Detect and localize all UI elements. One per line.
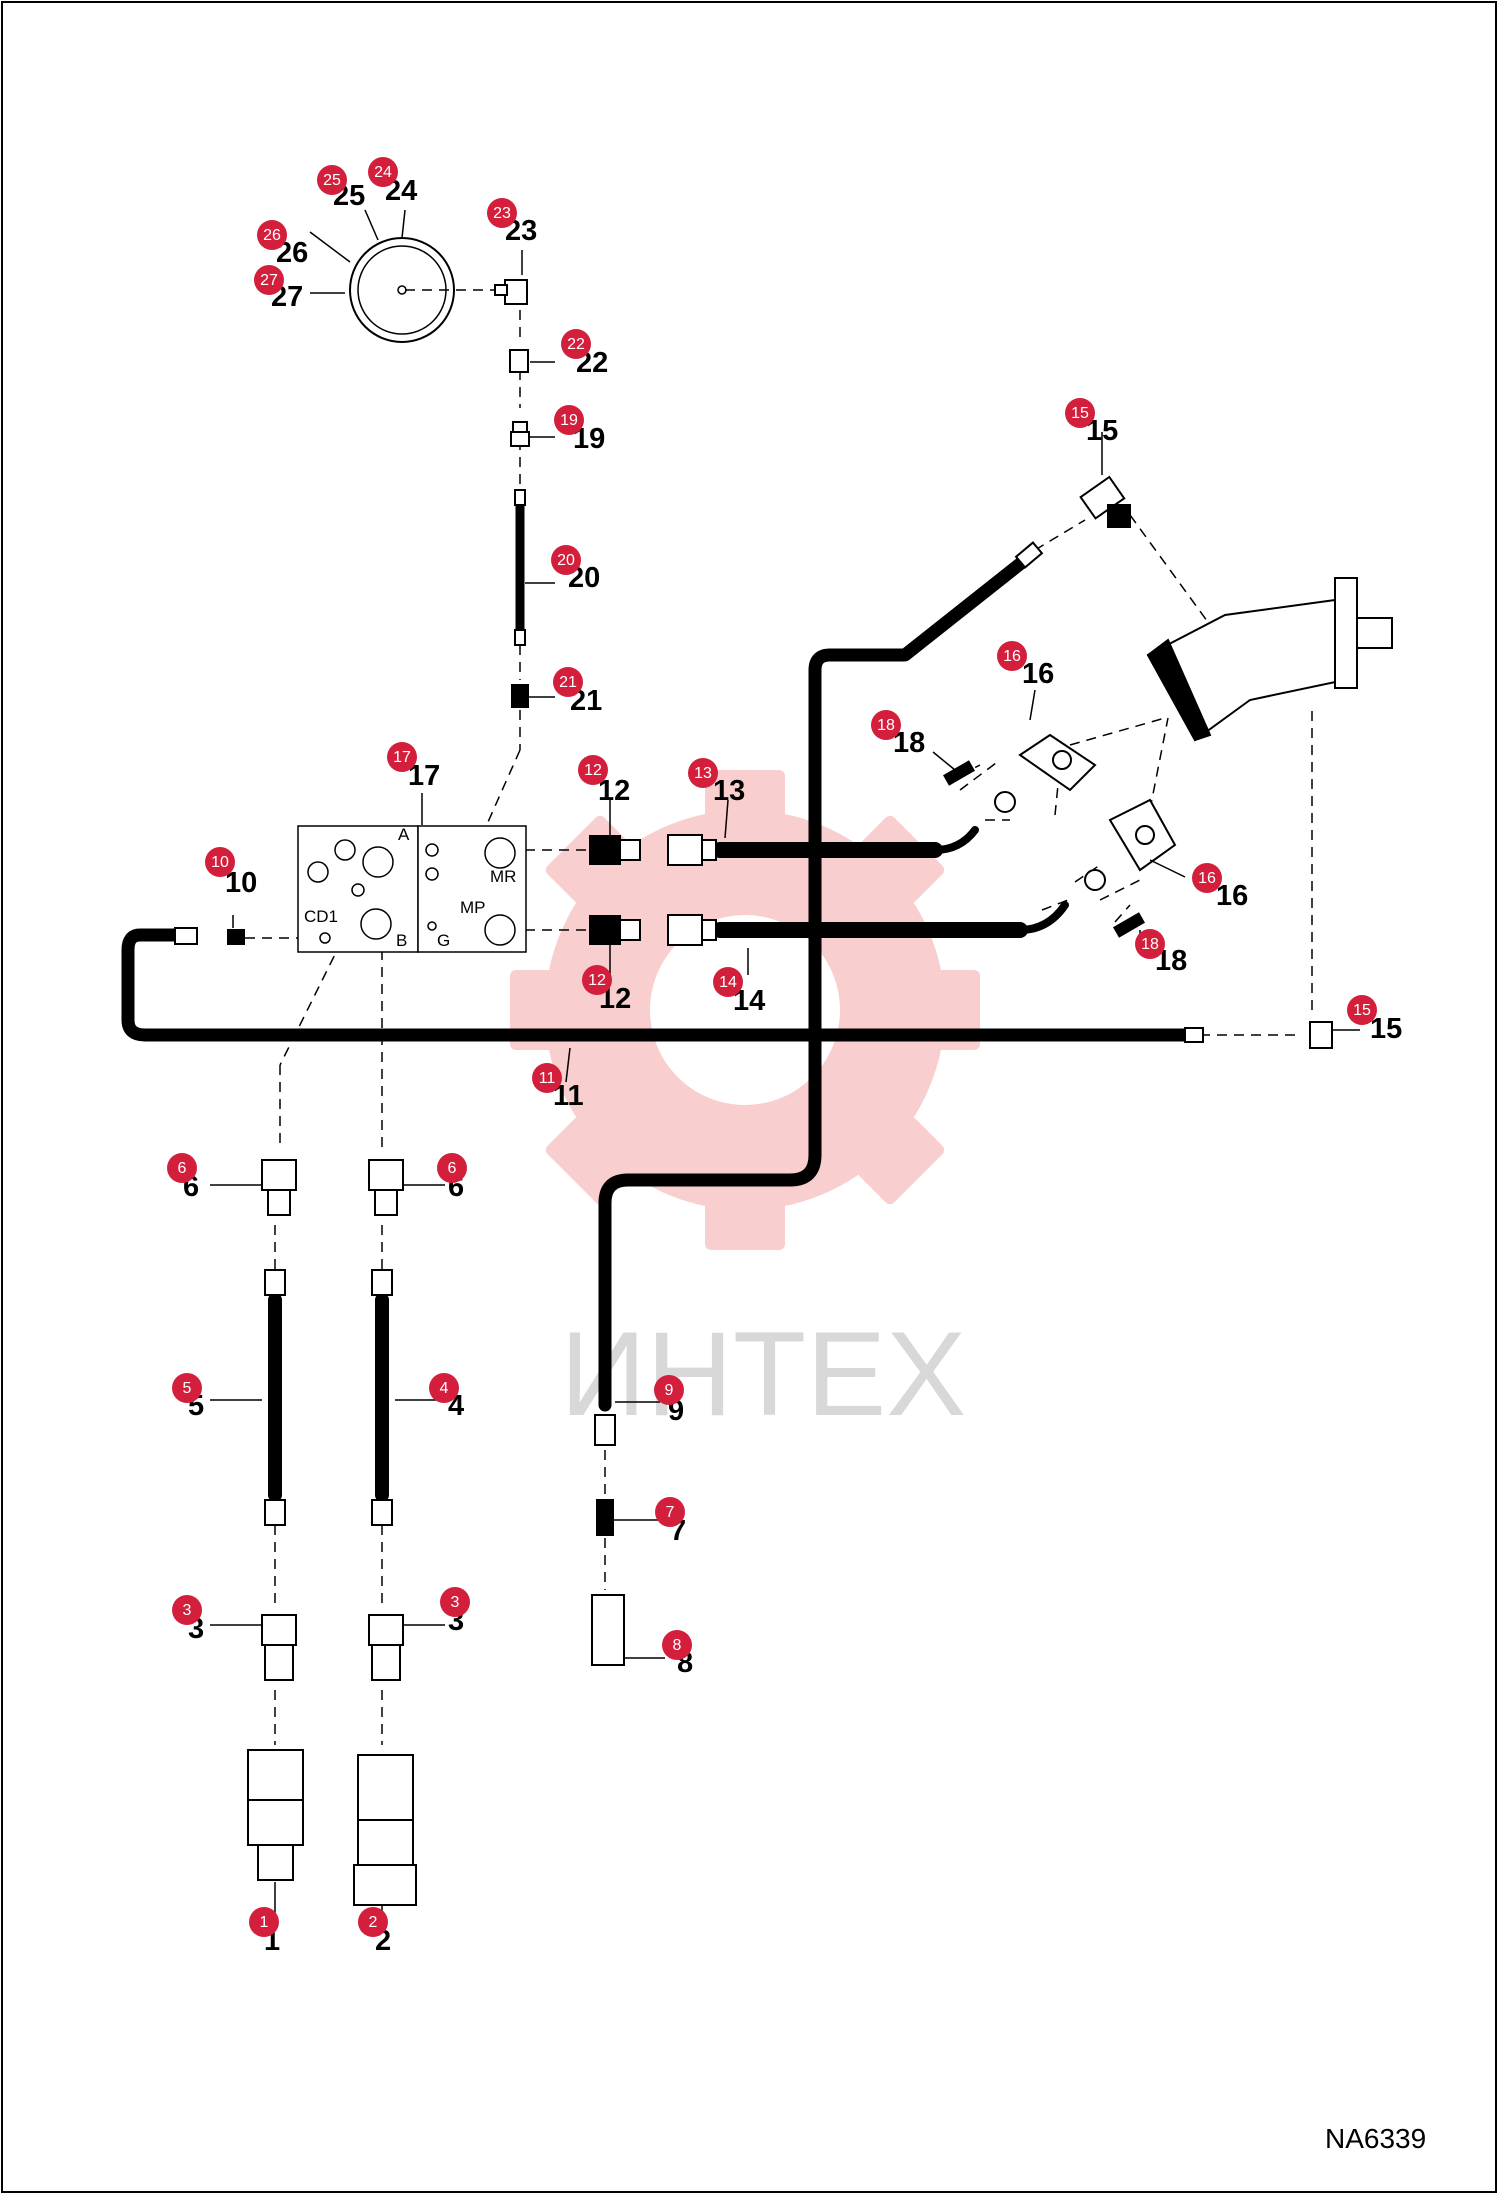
callout-badge-c19 <box>554 405 584 435</box>
port-mp-label: MP <box>460 898 486 917</box>
callout-badge-label-c7: 7 <box>666 1504 675 1521</box>
callout-badge-c20 <box>551 545 581 575</box>
callout-badge-label-c15a: 15 <box>1071 405 1089 422</box>
callout-badge-label-c26: 26 <box>263 227 281 244</box>
callout-badge-c18b <box>1135 929 1165 959</box>
callout-badge-c16a <box>997 641 1027 671</box>
callout-badge-label-c16a: 16 <box>1003 648 1021 665</box>
control-valve-17 <box>297 825 527 953</box>
callout-badge-label-c19: 19 <box>560 412 578 429</box>
port-cd1-label: CD1 <box>304 907 338 926</box>
callout-badge-label-c8: 8 <box>673 1637 682 1654</box>
callout-badge-c3b <box>440 1587 470 1617</box>
callout-badge-label-c24: 24 <box>374 164 392 181</box>
watermark-gear-icon <box>510 770 980 1250</box>
port-a-label: A <box>398 825 410 844</box>
callout-badge-c10 <box>205 847 235 877</box>
callout-badge-c6b <box>437 1153 467 1183</box>
port-g-label: G <box>437 931 450 950</box>
callout-badge-label-c6b: 6 <box>448 1160 457 1177</box>
callout-badge-c15a <box>1065 398 1095 428</box>
callout-badge-label-c6a: 6 <box>178 1160 187 1177</box>
callout-number-c13: 13 <box>713 775 745 807</box>
callout-badge-label-c13: 13 <box>694 765 712 782</box>
callout-badge-c14 <box>713 967 743 997</box>
callout-badge-label-c20: 20 <box>557 552 575 569</box>
callout-number-c16a: 16 <box>1022 658 1054 690</box>
callout-badge-label-c21: 21 <box>559 674 577 691</box>
watermark: ИНТЕХ <box>510 770 980 1441</box>
callout-badge-label-c27: 27 <box>260 272 278 289</box>
callout-badge-c15b <box>1347 995 1377 1025</box>
fittings-column <box>494 279 530 708</box>
pressure-gauge <box>349 237 455 343</box>
callout-badge-c21 <box>553 667 583 697</box>
callout-badge-c22 <box>561 329 591 359</box>
callout-badge-label-c1: 1 <box>260 1914 269 1931</box>
port-labels: A B MR MP G CD1 <box>304 825 516 950</box>
callout-badge-c25 <box>317 165 347 195</box>
callout-badge-label-c25: 25 <box>323 172 341 189</box>
callout-badge-label-c5: 5 <box>183 1380 192 1397</box>
callout-badge-c18a <box>871 710 901 740</box>
callout-badge-c7 <box>655 1497 685 1527</box>
callout-badge-label-c10: 10 <box>211 854 229 871</box>
hoses <box>121 500 1195 1502</box>
flange-clamps <box>943 733 1177 938</box>
callout-badge-label-c12b: 12 <box>588 972 606 989</box>
callout-badge-c27 <box>254 265 284 295</box>
callout-badge-c6a <box>167 1153 197 1183</box>
left-couplers <box>247 1159 625 1906</box>
callout-number-c16b: 16 <box>1216 880 1248 912</box>
callout-badge-label-c11: 11 <box>539 1070 556 1087</box>
port-mr-label: MR <box>490 867 516 886</box>
hydraulic-motor <box>1146 577 1393 742</box>
callout-badge-c12a <box>578 755 608 785</box>
hose-14-bend <box>1016 901 1069 934</box>
figure-id: NA6339 <box>1325 2123 1426 2154</box>
hose-13-bend <box>931 826 979 854</box>
callout-badge-label-c14: 14 <box>719 974 737 991</box>
callout-badge-label-c17: 17 <box>393 749 411 766</box>
callout-badge-c13 <box>688 758 718 788</box>
callout-badge-c5 <box>172 1373 202 1403</box>
callout-badge-c12b <box>582 965 612 995</box>
callout-badge-label-c3b: 3 <box>451 1594 460 1611</box>
callout-badge-label-c12a: 12 <box>584 762 602 779</box>
watermark-text: ИНТЕХ <box>560 1307 966 1441</box>
callout-badge-label-c9: 9 <box>665 1382 674 1399</box>
callout-badge-c26 <box>257 220 287 250</box>
callout-badge-c4 <box>429 1373 459 1403</box>
callout-badge-c8 <box>662 1630 692 1660</box>
callout-badge-label-c23: 23 <box>493 205 511 222</box>
callout-badge-c17 <box>387 742 417 772</box>
callout-badge-label-c22: 22 <box>567 336 585 353</box>
callout-badge-c9 <box>654 1375 684 1405</box>
callout-badge-c11 <box>532 1063 562 1093</box>
callout-badge-label-c15b: 15 <box>1353 1002 1371 1019</box>
leader-lines <box>210 209 1360 1925</box>
callout-badge-label-c18a: 18 <box>877 717 895 734</box>
fittings-valve-side <box>174 541 1333 1049</box>
callout-badge-c16b <box>1192 863 1222 893</box>
callout-badge-c23 <box>487 198 517 228</box>
hose-9 <box>598 553 1032 1412</box>
callout-badge-label-c18b: 18 <box>1141 936 1159 953</box>
callout-badge-label-c2: 2 <box>369 1914 378 1931</box>
callout-number-c15b: 15 <box>1370 1013 1402 1045</box>
callout-badge-c2 <box>358 1907 388 1937</box>
callout-badge-c1 <box>249 1907 279 1937</box>
callout-badge-label-c16b: 16 <box>1198 870 1216 887</box>
callout-badge-c3a <box>172 1595 202 1625</box>
callout-badge-c24 <box>368 157 398 187</box>
hose-11 <box>121 928 1195 1042</box>
port-b-label: B <box>396 931 407 950</box>
elbow-15-top <box>1079 475 1131 528</box>
callout-badge-label-c3a: 3 <box>183 1602 192 1619</box>
callout-badge-label-c4: 4 <box>440 1380 449 1397</box>
